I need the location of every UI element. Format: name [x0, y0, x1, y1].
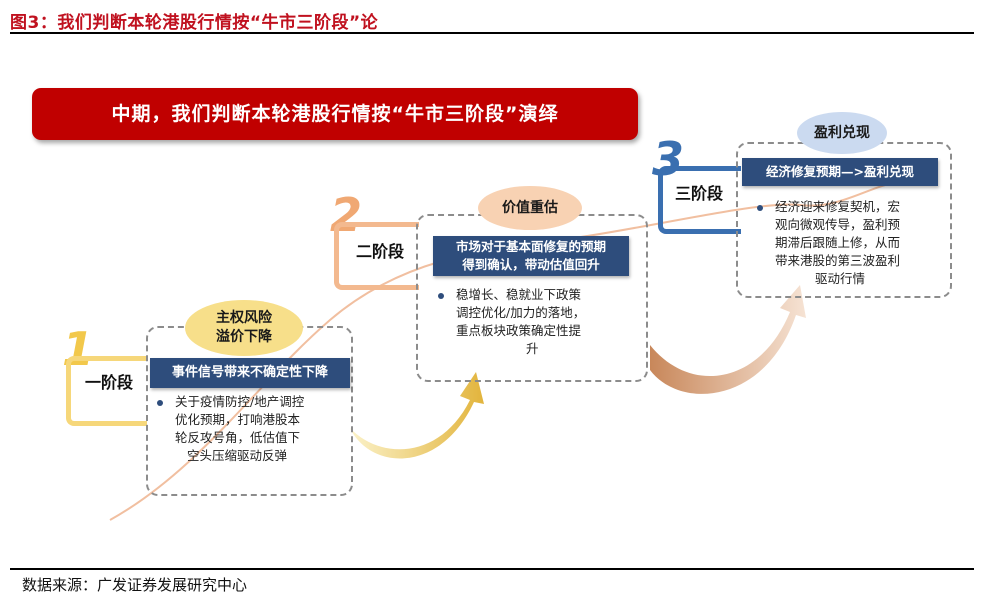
stage-3-body-line: 经济迎来修复契机，宏 — [775, 199, 901, 214]
stage-2-bullet — [438, 293, 444, 299]
stage-3-oval-line: 盈利兑现 — [814, 124, 870, 141]
headline-banner: 中期，我们判断本轮港股行情按“牛市三阶段”演绎 — [32, 88, 638, 140]
stage-2-header: 市场对于基本面修复的预期 得到确认，带动估值回升 — [433, 236, 629, 276]
stage-1-body-line: 空头压缩驱动反弹 — [187, 448, 288, 463]
stage-1-bracket — [66, 356, 147, 426]
stage-1-body-line: 优化预期，打响港股本 — [175, 412, 301, 427]
stage-2-body-line: 升 — [526, 341, 539, 356]
stage-3-bracket — [658, 166, 741, 234]
stage-3-bullet — [757, 205, 763, 211]
stage-2-header-line: 市场对于基本面修复的预期 — [455, 239, 606, 254]
stage-3-oval: 盈利兑现 — [797, 112, 887, 154]
stage-3-label: 三阶段 — [666, 182, 732, 206]
stage-1-oval-line: 主权风险 — [216, 310, 272, 326]
source-note: 数据来源：广发证券发展研究中心 — [22, 576, 248, 594]
bottom-rule — [10, 568, 974, 570]
top-rule — [10, 32, 974, 34]
stage-1-body-line: 轮反攻号角，低估值下 — [175, 430, 301, 445]
stage-2-oval-line: 价值重估 — [502, 199, 558, 216]
arrow-stage2-to-3 — [650, 285, 806, 394]
stage-3-body-line: 驱动行情 — [815, 271, 866, 286]
stage-1-oval-line: 溢价下降 — [216, 329, 272, 345]
stage-1-header: 事件信号带来不确定性下降 — [150, 358, 350, 388]
stage-3-body: 经济迎来修复契机，宏 观向微观传导，盈利预 期滞后跟随上修，从而 带来港股的第三… — [775, 198, 945, 288]
stage-2-body-line: 稳增长、稳就业下政策 — [456, 287, 582, 302]
stage-1-bullet — [157, 400, 163, 406]
stage-3-header: 经济修复预期—>盈利兑现 — [742, 158, 938, 186]
stage-3-number: 3 — [652, 132, 685, 186]
stage-2-label: 二阶段 — [348, 240, 412, 264]
stage-1-label: 一阶段 — [74, 371, 144, 395]
stage-2-body-line: 调控优化/加力的落地， — [456, 305, 586, 320]
stage-2-body: 稳增长、稳就业下政策 调控优化/加力的落地， 重点板块政策确定性提 升 — [456, 286, 636, 358]
stage-2-oval: 价值重估 — [478, 186, 582, 230]
stage-1-oval: 主权风险溢价下降 — [185, 300, 303, 356]
stage-3-body-line: 带来港股的第三波盈利 — [775, 253, 901, 268]
stage-1-body-line: 关于疫情防控/地产调控 — [175, 394, 305, 409]
stage-2-bracket — [334, 222, 419, 290]
stage-3-body-line: 观向微观传导，盈利预 — [775, 217, 901, 232]
stage-2-header-line: 得到确认，带动估值回升 — [462, 257, 600, 272]
stage-2-body-line: 重点板块政策确定性提 — [456, 323, 582, 338]
arrow-stage1-to-2 — [350, 372, 484, 459]
stage-1-body: 关于疫情防控/地产调控 优化预期，打响港股本 轮反攻号角，低估值下 空头压缩驱动… — [175, 393, 350, 465]
figure-title: 图3：我们判断本轮港股行情按“牛市三阶段”论 — [10, 13, 379, 33]
stage-3-body-line: 期滞后跟随上修，从而 — [775, 235, 901, 250]
